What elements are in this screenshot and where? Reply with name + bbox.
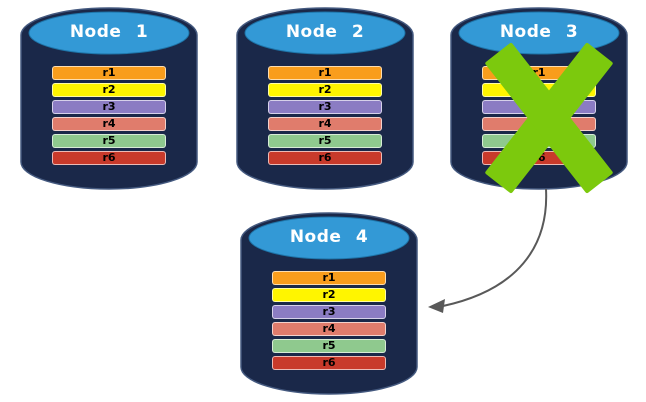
row-r3: r3 <box>272 305 386 319</box>
row-r5: r5 <box>272 339 386 353</box>
row-r6: r6 <box>268 151 382 165</box>
node-3: Node 3 r1 r2 r3 r4 r5 r6 <box>450 7 628 194</box>
row-r1: r1 <box>52 66 166 80</box>
node-1: Node 1 r1 r2 r3 r4 r5 r6 <box>20 7 198 191</box>
row-r3: r3 <box>268 100 382 114</box>
node-label: Node 4 <box>289 227 369 247</box>
row-r2: r2 <box>272 288 386 302</box>
row-r1: r1 <box>268 66 382 80</box>
node-4: Node 4 r1 r2 r3 r4 r5 r6 <box>240 212 418 396</box>
node-label: Node 2 <box>285 22 365 42</box>
row-list: r1 r2 r3 r4 r5 r6 <box>272 271 386 370</box>
node-label: Node 3 <box>499 22 579 42</box>
row-r1: r1 <box>272 271 386 285</box>
row-r6: r6 <box>272 356 386 370</box>
row-r5: r5 <box>268 134 382 148</box>
node-2: Node 2 r1 r2 r3 r4 r5 r6 <box>236 7 414 191</box>
row-r4: r4 <box>52 117 166 131</box>
row-list: r1 r2 r3 r4 r5 r6 <box>52 66 166 165</box>
row-r2: r2 <box>268 83 382 97</box>
row-r4: r4 <box>272 322 386 336</box>
row-r3: r3 <box>52 100 166 114</box>
row-r5: r5 <box>52 134 166 148</box>
row-r6: r6 <box>52 151 166 165</box>
failure-x-cross-icon <box>484 41 614 194</box>
row-list: r1 r2 r3 r4 r5 r6 <box>268 66 382 165</box>
row-r2: r2 <box>52 83 166 97</box>
node-label: Node 1 <box>69 22 149 42</box>
row-r4: r4 <box>268 117 382 131</box>
